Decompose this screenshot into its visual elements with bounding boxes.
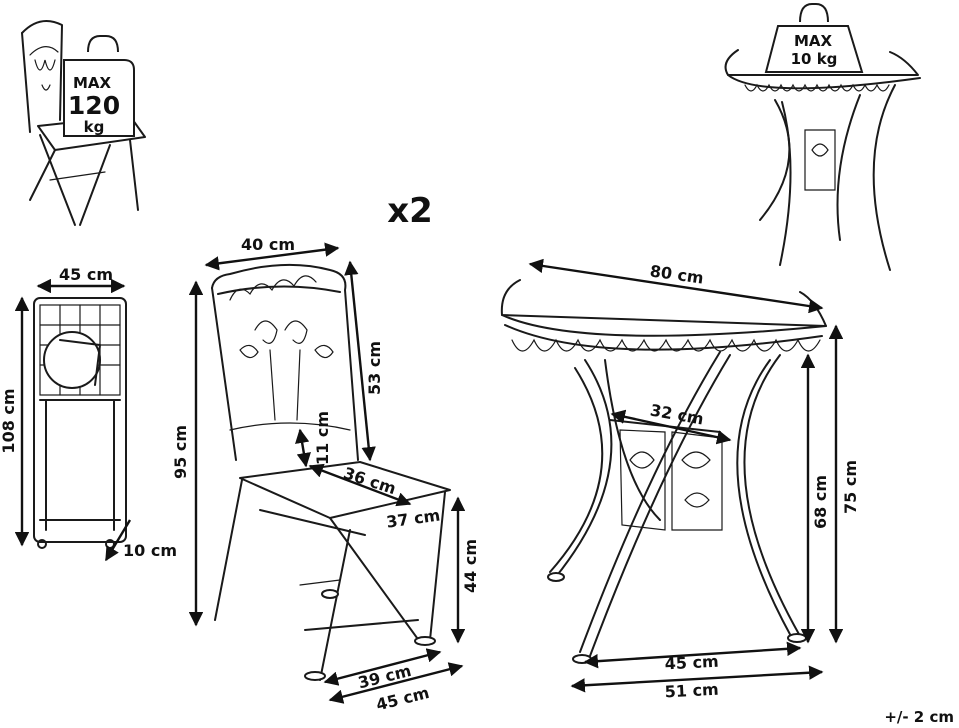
table-max-label: MAX xyxy=(794,32,833,50)
quantity-label: x2 xyxy=(387,191,433,231)
half-moon-table-drawing xyxy=(500,279,827,664)
table-leg-height-label: 68 cm xyxy=(811,475,830,529)
table-width-dimension xyxy=(528,258,824,314)
table-max-weight-icon: MAX 10 kg xyxy=(764,3,864,73)
chair-height-label: 95 cm xyxy=(171,425,190,479)
table-base-outer-label: 51 cm xyxy=(664,680,719,702)
table-max-value: 10 kg xyxy=(791,50,838,68)
seat-height-label: 44 cm xyxy=(461,539,480,593)
chair-max-unit: kg xyxy=(84,118,105,136)
folded-height-label: 108 cm xyxy=(0,388,18,453)
table-height-label: 75 cm xyxy=(841,460,860,514)
folded-depth-dimension xyxy=(104,519,132,562)
chair-max-label: MAX xyxy=(73,74,112,92)
half-moon-table-icon xyxy=(724,49,921,271)
table-base-inner-label: 45 cm xyxy=(664,652,719,674)
chair-max-value: 120 xyxy=(68,91,120,120)
table-base-outer-dimension xyxy=(570,665,824,693)
back-width-dimension xyxy=(204,242,340,271)
tolerance-note: +/- 2 cm xyxy=(884,708,954,726)
back-width-label: 40 cm xyxy=(241,235,295,254)
chair-max-weight-icon: MAX 120 kg xyxy=(63,35,135,137)
seat-gap-dimension xyxy=(295,428,311,468)
open-chair-drawing xyxy=(211,263,451,681)
back-height-label: 53 cm xyxy=(365,341,384,395)
table-base-inner-dimension xyxy=(583,641,802,669)
seat-gap-label: 11 cm xyxy=(313,411,332,465)
table-depth-dimension xyxy=(610,409,732,445)
back-height-dimension xyxy=(344,260,376,462)
seat-depth-label: 37 cm xyxy=(385,505,441,531)
seat-width-dimension xyxy=(308,463,412,507)
folded-depth-label: 10 cm xyxy=(123,541,177,560)
side-base-dimension xyxy=(328,662,464,704)
folded-chair-drawing xyxy=(33,297,127,549)
folded-width-label: 45 cm xyxy=(59,265,113,284)
